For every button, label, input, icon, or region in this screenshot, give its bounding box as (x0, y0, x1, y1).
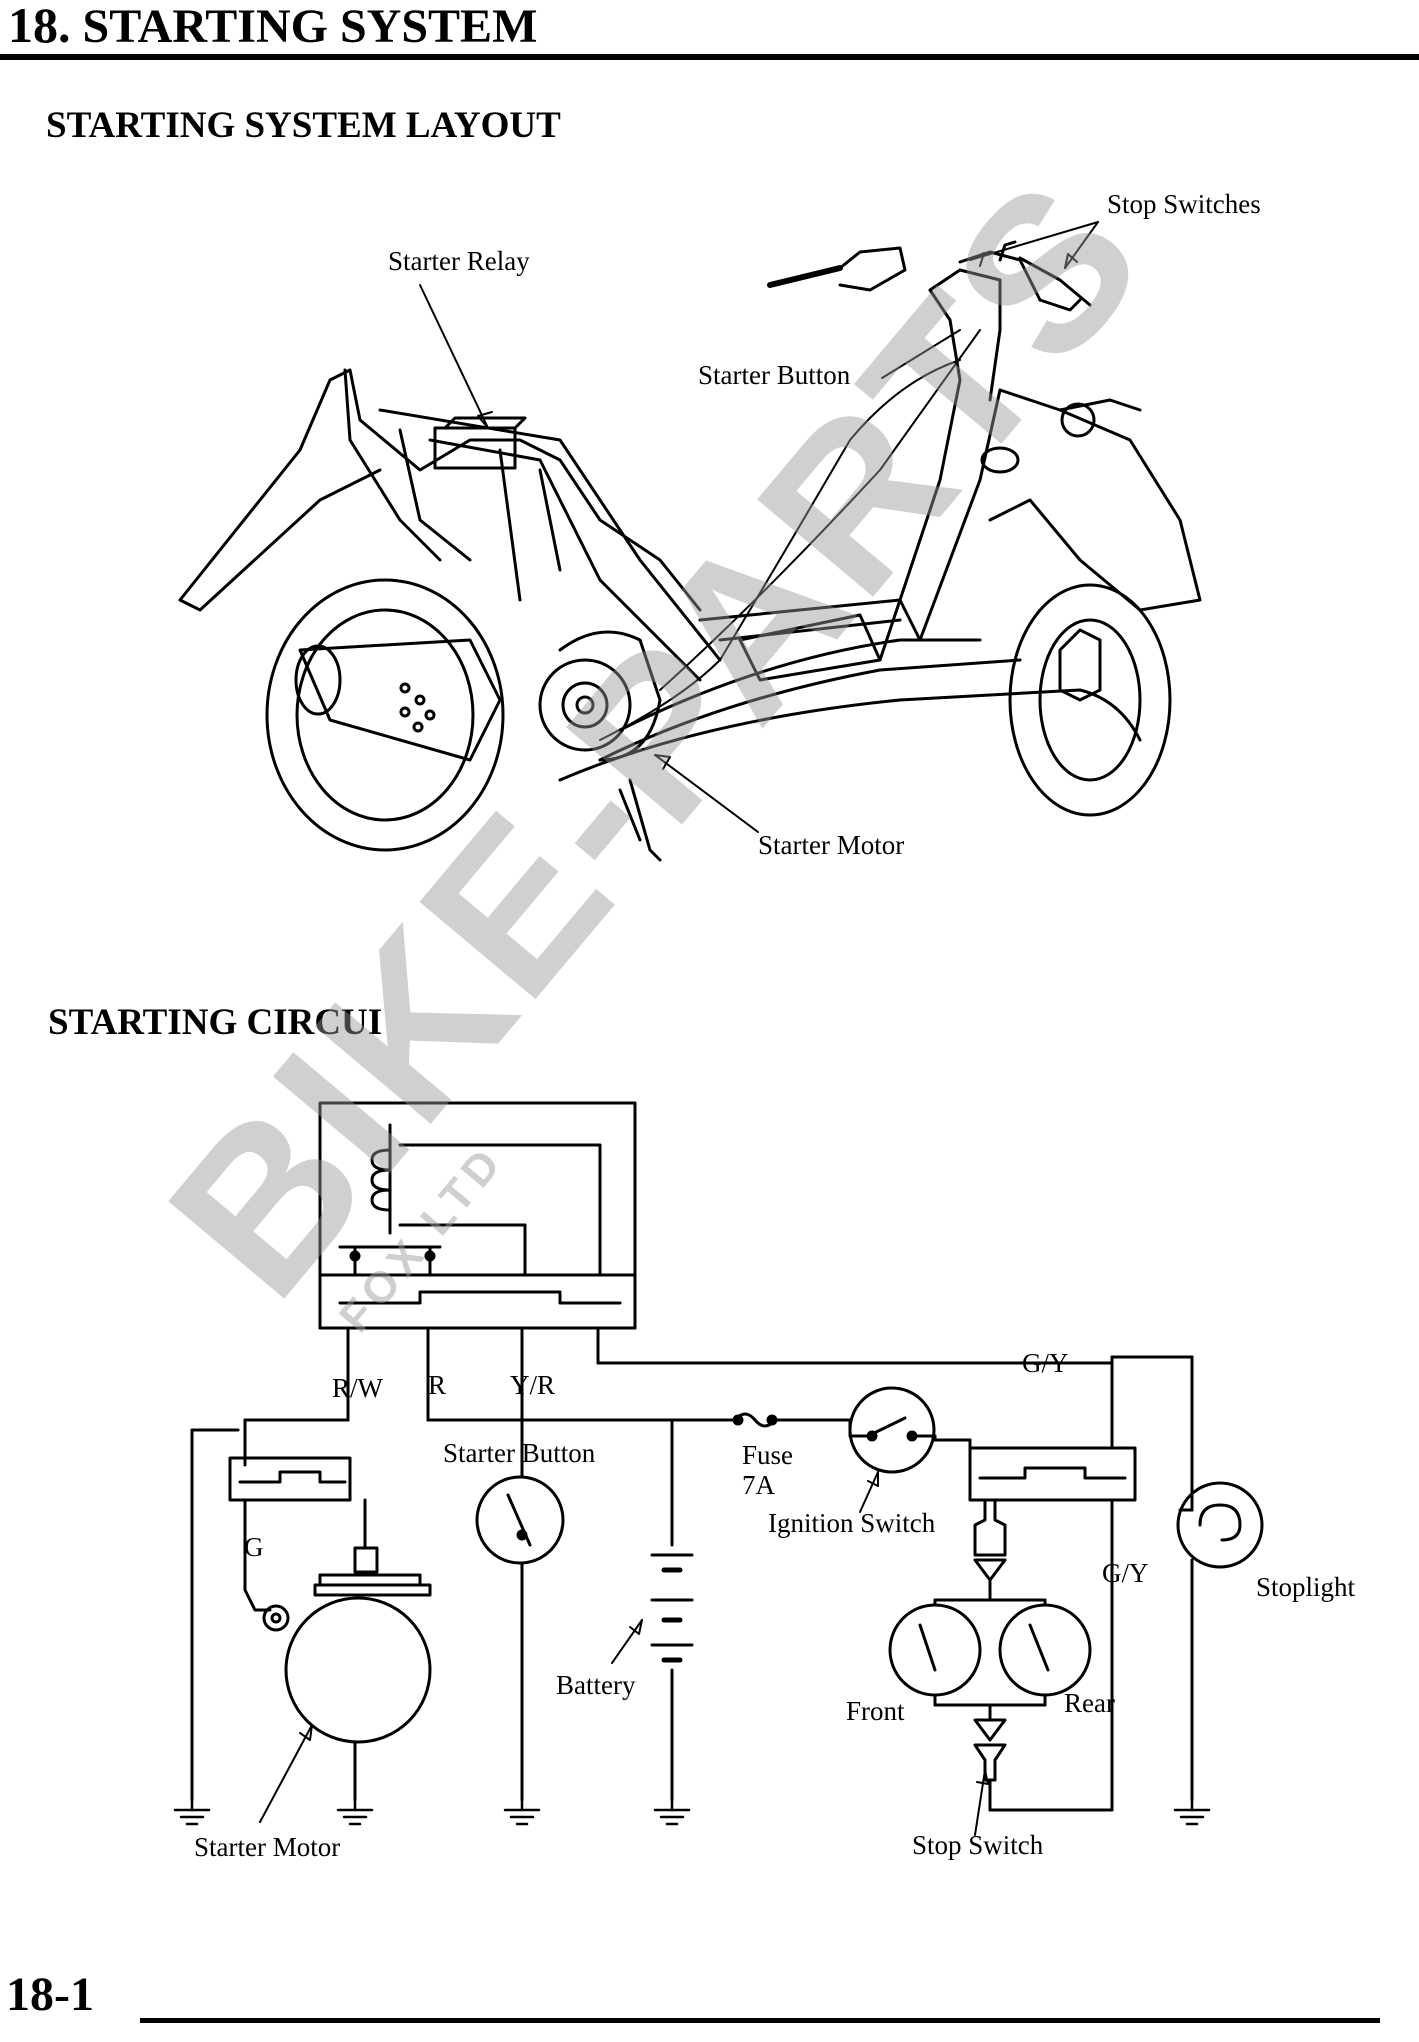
wire-label-yr: Y/R (510, 1370, 556, 1400)
wire-label-g: G (244, 1532, 264, 1562)
chapter-title: 18.STARTING SYSTEM (8, 0, 537, 54)
label-fuse-rating: 7A (742, 1470, 775, 1500)
chapter-number: 18. (8, 0, 71, 53)
label-rear: Rear (1064, 1688, 1115, 1718)
wire-label-r: R (428, 1370, 447, 1400)
label-starter-button: Starter Button (698, 360, 851, 390)
header-rule (0, 54, 1419, 60)
chapter-title-text: STARTING SYSTEM (82, 0, 538, 53)
label-starter-motor: Starter Motor (758, 830, 905, 860)
label-ignition-switch: Ignition Switch (768, 1508, 936, 1538)
circuit-section-title: STARTING CIRCUI (48, 1002, 383, 1043)
label-battery: Battery (556, 1670, 636, 1700)
label-stoplight: Stoplight (1256, 1572, 1356, 1602)
label-starter-relay: Starter Relay (388, 246, 530, 276)
layout-leaders (419, 221, 1099, 833)
wire-label-gy-top: G/Y (1022, 1348, 1069, 1378)
wire-label-rw: R/W (332, 1373, 383, 1403)
wire-label-gy-mid: G/Y (1102, 1558, 1149, 1588)
page-number: 18-1 (6, 1968, 94, 2021)
label-front: Front (846, 1696, 905, 1726)
footer-rule (140, 2018, 1380, 2023)
ground-symbols (173, 1798, 1211, 1826)
label-stop-switch: Stop Switch (912, 1830, 1044, 1860)
label-stop-switches: Stop Switches (1107, 189, 1261, 219)
circuit-diagram (173, 1101, 1264, 1826)
label-fuse: Fuse (742, 1440, 794, 1470)
scooter-drawing (178, 240, 1202, 862)
label-starter-button-circuit: Starter Button (443, 1438, 596, 1468)
circuit-leaders (259, 1362, 1111, 1836)
label-starter-motor-circuit: Starter Motor (194, 1832, 341, 1862)
layout-section-title: STARTING SYSTEM LAYOUT (46, 105, 561, 146)
